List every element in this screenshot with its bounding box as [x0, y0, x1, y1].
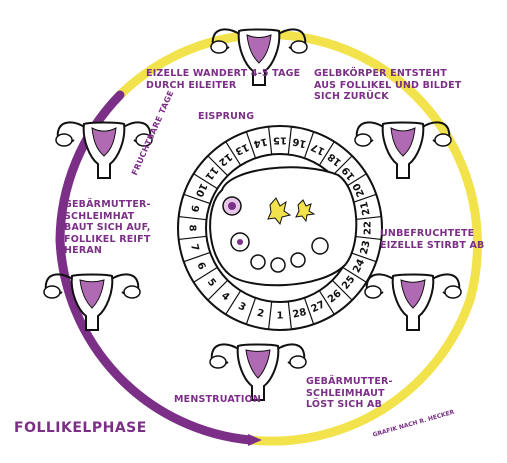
ovary-illustration-icon	[210, 167, 356, 285]
label-eisprung: EISPRUNG	[198, 111, 254, 123]
label-gelbkoerper: GELBKÖRPER ENTSTEHT AUS FOLLIKEL UND BIL…	[314, 68, 462, 103]
label-eizelle-wandert: EIZELLE WANDERT 4-5 TAGE DURCH EILEITER	[146, 68, 300, 91]
uterus-stage-upper-right	[355, 122, 451, 178]
cycle-day-22: 22	[363, 221, 374, 235]
cycle-day-15: 15	[273, 135, 287, 146]
uterus-stage-right	[365, 274, 461, 330]
label-menstruation: MENSTRUATION	[174, 394, 261, 406]
label-unbefruchtete-eizelle: UNBEFRUCHTETE EIZELLE STIRBT AB	[380, 228, 485, 251]
label-follikelphase: FOLLIKELPHASE	[14, 420, 147, 436]
uterus-stage-left	[44, 274, 140, 330]
label-gebaermutter-abloesen: GEBÄRMUTTER- SCHLEIMHAUT LÖST SICH AB	[306, 376, 393, 411]
cycle-day-1: 1	[277, 311, 284, 322]
label-gebaermutter-aufbau: GEBÄRMUTTER- SCHLEIMHAT BAUT SICH AUF, F…	[64, 199, 151, 257]
uterus-stage-bottom	[210, 344, 306, 400]
cycle-day-8: 8	[187, 225, 198, 232]
